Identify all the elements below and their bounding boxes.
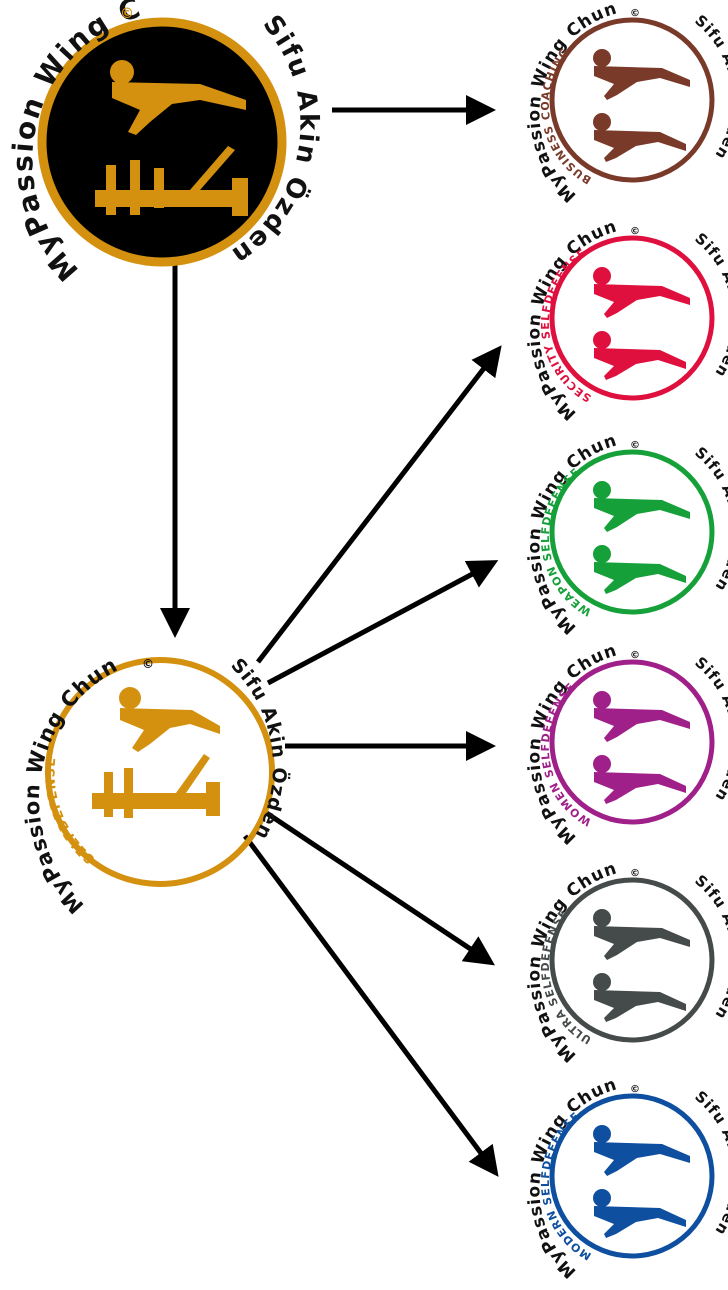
- hub-fighter-icon: [119, 687, 220, 752]
- branch-copyright: ©: [630, 1084, 640, 1095]
- main-logo: MyPassion Wing Chun Sifu Akin Özden ©: [0, 0, 323, 288]
- branch-ring: [552, 880, 712, 1040]
- svg-text:Sifu Akin Özden: Sifu Akin Özden: [226, 654, 292, 844]
- branch-copyright: ©: [630, 226, 640, 237]
- branch-copyright: ©: [630, 8, 640, 19]
- figure-icon: [593, 481, 690, 594]
- arrow-hub-to-modern: [245, 836, 495, 1172]
- figure-icon: [593, 909, 690, 1022]
- arrow-hub-to-ultra: [265, 812, 490, 962]
- branch-copyright: ©: [630, 650, 640, 661]
- branch-copyright: ©: [630, 440, 640, 451]
- figure-icon: [593, 1125, 690, 1238]
- branch-ring: [552, 662, 712, 822]
- hub-logo: MyPassion Wing Chun SELFDEFENSE Sifu Aki…: [20, 652, 292, 918]
- hub-copyright: ©: [142, 657, 154, 671]
- hub-wooden-dummy-icon: [92, 754, 220, 818]
- figure-icon: [593, 49, 690, 162]
- hub-author-name: Sifu Akin Özden: [226, 654, 292, 844]
- arrow-hub-to-security: [258, 350, 498, 662]
- arrow-hub-to-weapon: [268, 563, 493, 683]
- figure-icon: [593, 691, 690, 804]
- branch-ring: [552, 20, 712, 180]
- main-copyright: ©: [120, 6, 134, 22]
- figure-icon: [593, 267, 690, 380]
- branch-copyright: ©: [630, 868, 640, 879]
- connector-arrows: [175, 110, 498, 1172]
